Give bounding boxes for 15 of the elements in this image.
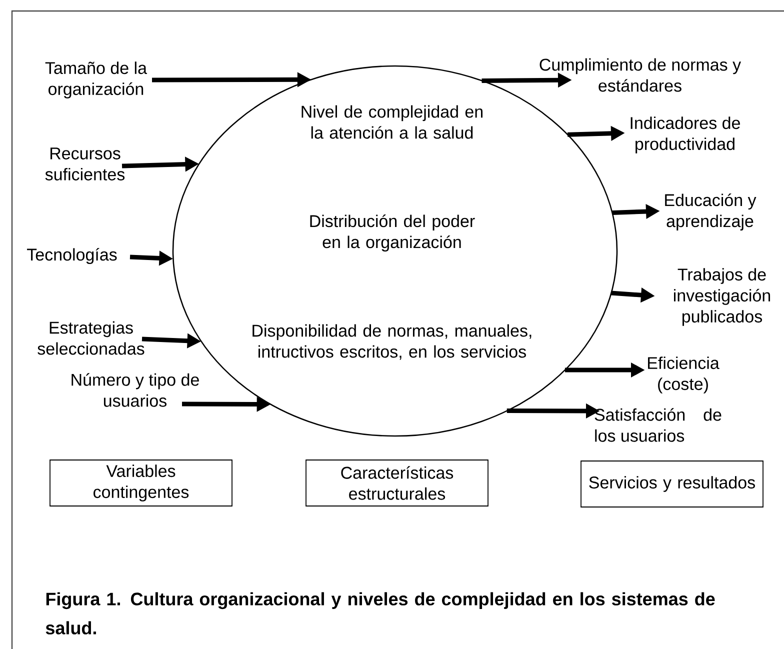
- label-text: Tamaño de la organización: [45, 62, 147, 98]
- label-text: Educación y aprendizaje: [665, 193, 756, 231]
- label-text: Tecnologías: [27, 248, 117, 264]
- caption: Figura 1. Cultura organizacional y niveles de complejidad en los sistemas de salud.: [46, 592, 715, 634]
- category-box: Servicios y resultados: [580, 460, 764, 508]
- label-text: Cumplimiento de normas y estándares: [540, 58, 742, 92]
- label-text: Satisfacción de los usuarios: [594, 408, 722, 442]
- label-text: Estrategias seleccionadas: [38, 321, 144, 355]
- category-box: Variables contingentes: [50, 460, 232, 506]
- label-text: Recursos suficientes: [45, 148, 125, 180]
- label-text: Número y tipo de usuarios: [72, 373, 199, 407]
- label-text: Trabajos de investigación publicados: [674, 268, 770, 326]
- category-box: Características estructurales: [306, 460, 488, 506]
- label-text: Eficiencia (coste): [648, 356, 720, 394]
- label-text: Indicadores de productividad: [630, 116, 740, 154]
